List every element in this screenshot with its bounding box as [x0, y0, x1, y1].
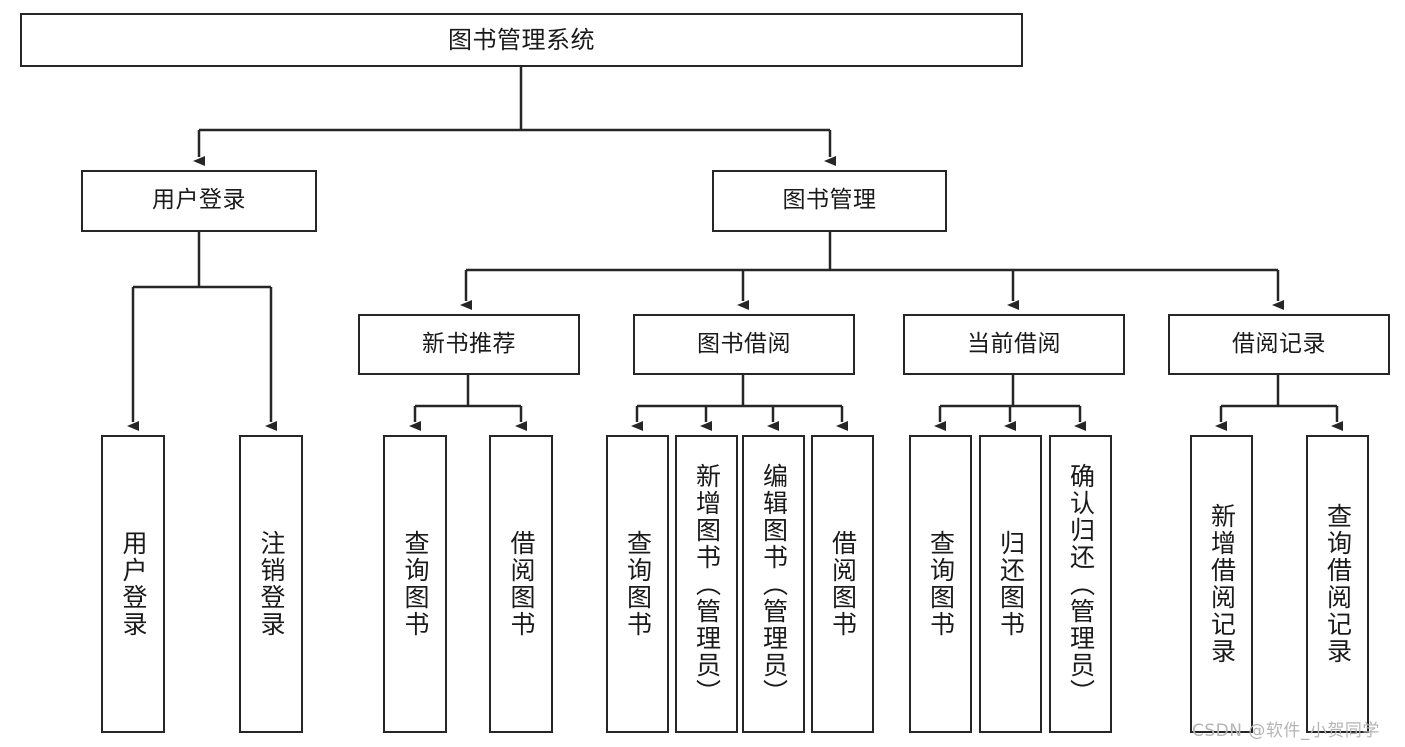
node-leaf-label: 查询图书: [623, 530, 653, 638]
node-leaf-label: 查询借阅记录: [1323, 503, 1353, 665]
node-new-book-recommend-label: 新书推荐: [422, 330, 516, 357]
node-leaf-borrow-record-query[interactable]: 查询借阅记录: [1306, 435, 1369, 733]
node-leaf-user-login-login[interactable]: 用户登录: [101, 435, 165, 733]
node-leaf-label: 新增借阅记录: [1207, 503, 1237, 665]
node-leaf-book-borrow-borrow[interactable]: 借阅图书: [811, 435, 874, 733]
node-user-login-label: 用户登录: [152, 187, 246, 214]
node-book-borrow[interactable]: 图书借阅: [633, 314, 855, 375]
node-leaf-label: 注销登录: [257, 530, 286, 638]
node-user-login[interactable]: 用户登录: [81, 170, 317, 232]
node-book-management[interactable]: 图书管理: [712, 170, 947, 232]
node-leaf-label: 查询图书: [401, 530, 430, 638]
node-leaf-label: 编辑图书（管理员）: [759, 462, 789, 706]
node-borrow-record[interactable]: 借阅记录: [1168, 314, 1390, 375]
node-root-label: 图书管理系统: [448, 25, 595, 54]
node-new-book-recommend[interactable]: 新书推荐: [358, 314, 580, 375]
node-leaf-book-borrow-edit[interactable]: 编辑图书（管理员）: [742, 435, 805, 733]
node-leaf-new-book-borrow[interactable]: 借阅图书: [489, 435, 553, 733]
node-leaf-label: 用户登录: [119, 530, 148, 638]
watermark-text: CSDN @软件_小贺同学: [1192, 721, 1380, 741]
node-leaf-label: 归还图书: [996, 530, 1026, 638]
node-leaf-label: 借阅图书: [828, 530, 858, 638]
node-leaf-book-borrow-add[interactable]: 新增图书（管理员）: [675, 435, 738, 733]
node-leaf-label: 查询图书: [926, 530, 956, 638]
node-borrow-record-label: 借阅记录: [1232, 330, 1326, 357]
node-leaf-label: 新增图书（管理员）: [692, 462, 722, 706]
node-leaf-current-borrow-return[interactable]: 归还图书: [979, 435, 1042, 733]
node-leaf-book-borrow-query[interactable]: 查询图书: [606, 435, 669, 733]
node-leaf-borrow-record-add[interactable]: 新增借阅记录: [1190, 435, 1253, 733]
node-leaf-current-borrow-confirm[interactable]: 确认归还（管理员）: [1049, 435, 1112, 733]
node-leaf-user-login-logout[interactable]: 注销登录: [239, 435, 303, 733]
node-leaf-label: 确认归还（管理员）: [1066, 462, 1096, 706]
node-current-borrow[interactable]: 当前借阅: [903, 314, 1125, 375]
node-root[interactable]: 图书管理系统: [20, 13, 1023, 67]
node-current-borrow-label: 当前借阅: [967, 330, 1061, 357]
node-book-management-label: 图书管理: [782, 187, 877, 214]
node-leaf-label: 借阅图书: [507, 530, 536, 638]
node-leaf-new-book-query[interactable]: 查询图书: [383, 435, 447, 733]
node-leaf-current-borrow-query[interactable]: 查询图书: [909, 435, 972, 733]
node-book-borrow-label: 图书借阅: [697, 330, 791, 357]
